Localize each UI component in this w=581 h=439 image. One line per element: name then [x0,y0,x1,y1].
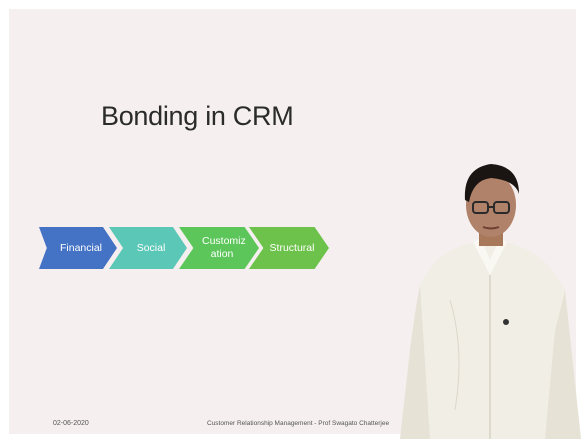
presenter-video [400,164,581,439]
chevron-social: Social [109,227,187,269]
footer-course: Customer Relationship Management - Prof … [207,420,390,427]
chevron-label: Customiz ation [202,235,246,260]
footer-date: 02-06-2020 [53,420,89,427]
chevron-label: Structural [269,241,315,254]
chevron-customization: Customiz ation [179,227,259,269]
process-chevrons: Financial Social Customiz ation Structur… [39,227,339,269]
chevron-label: Social [136,241,166,254]
slide-title: Bonding in CRM [101,101,294,131]
chevron-label: Financial [59,241,103,254]
chevron-structural: Structural [249,227,329,269]
chevron-financial: Financial [39,227,117,269]
